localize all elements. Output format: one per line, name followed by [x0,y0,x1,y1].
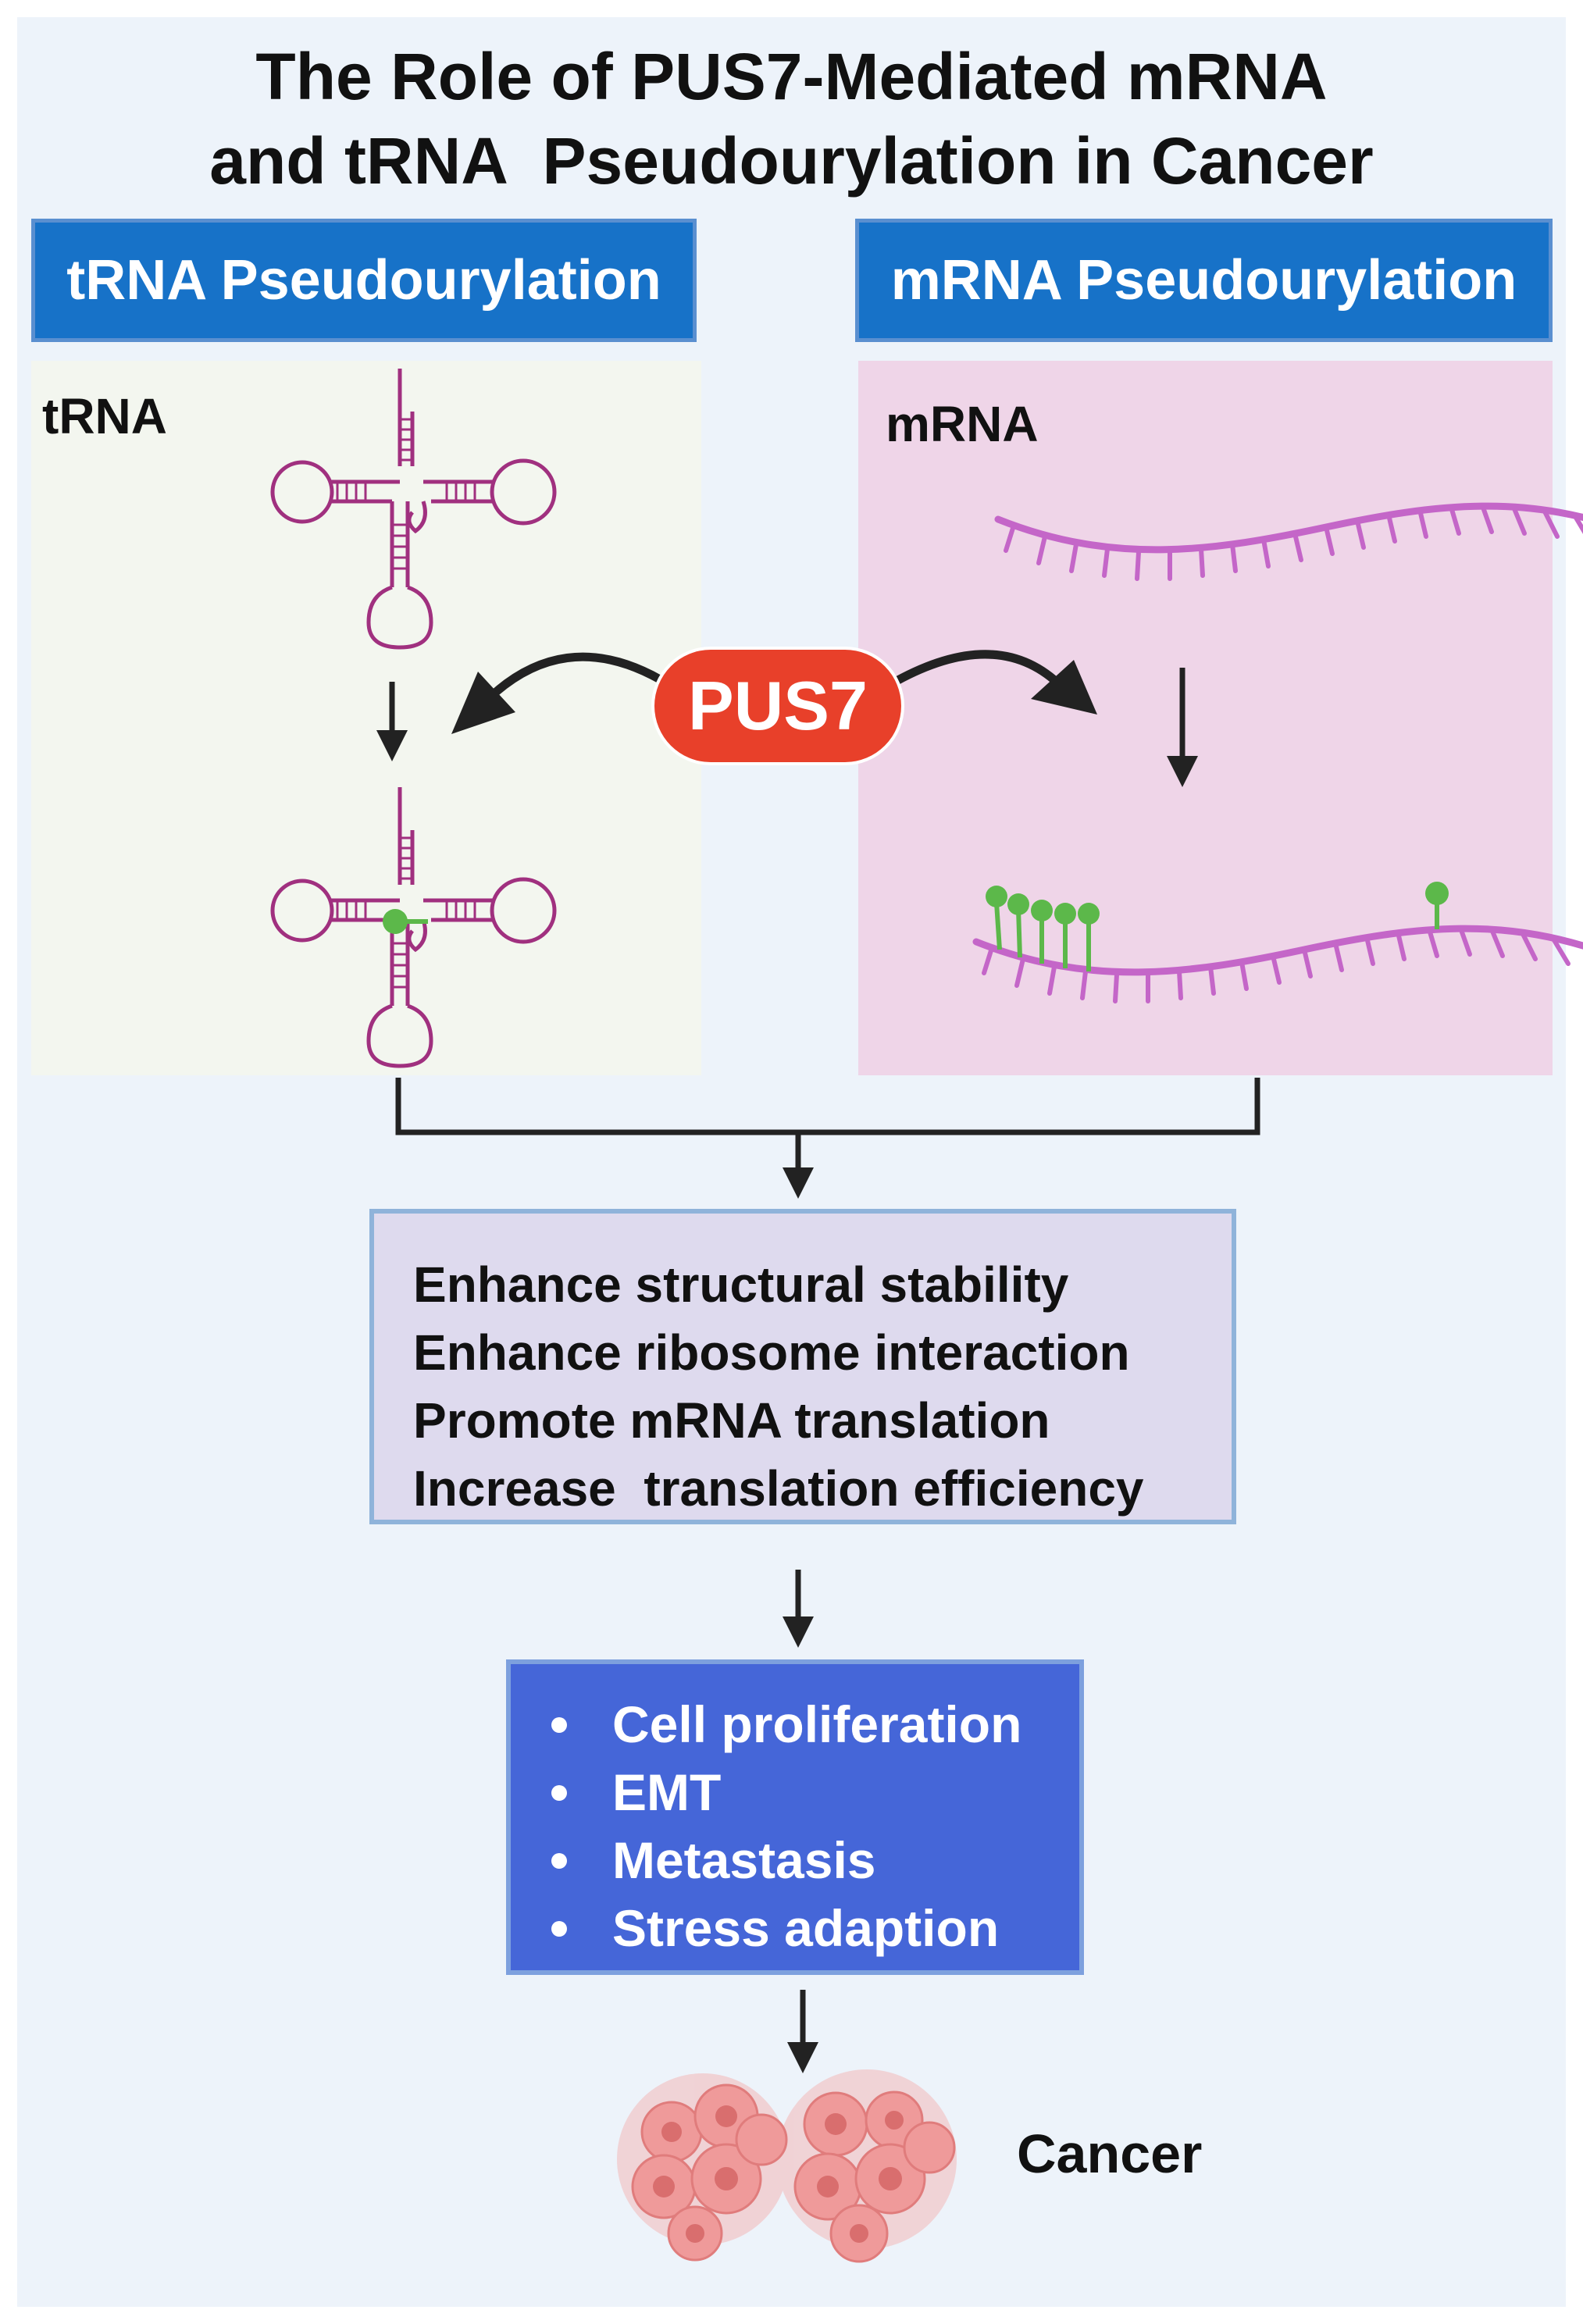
mrna-down-arrow [1167,668,1198,787]
pus7-arrow-to-mrna [894,650,1097,715]
title-line-1: The Role of PUS7-Mediated mRNA [255,40,1328,113]
trna-label: tRNA [42,388,167,444]
merge-connector [395,1078,1260,1171]
title-line-2: and tRNA Pseudourylation in Cancer [209,124,1374,198]
effect-item: Increase translation efficiency [413,1460,1144,1517]
mrna-label: mRNA [886,396,1039,452]
trna-pseudourylation-header: tRNA Pseudourylation [31,219,697,342]
pus7-arrow-to-trna [451,652,662,734]
arrow-to-outcomes [783,1570,814,1648]
effects-box: Enhance structural stability Enhance rib… [369,1209,1236,1524]
effect-item: Enhance ribosome interaction [413,1324,1130,1381]
trna-down-arrow [376,682,408,761]
cancer-label: Cancer [1017,2123,1203,2184]
mrna-pseudourylation-header: mRNA Pseudourylation [855,219,1553,342]
outcome-item: EMT [511,1759,1079,1827]
pseudouridine-mark [383,909,408,934]
trna-molecule-pseudouridylated [273,787,554,1066]
mrna-strand-unmodified [998,505,1583,581]
outcomes-box: Cell proliferation EMT Metastasis Stress… [506,1659,1084,1975]
arrow-to-cancer [787,1990,818,2073]
outcome-item: Stress adaption [511,1894,1079,1962]
outcome-item: Metastasis [511,1827,1079,1894]
trna-molecule-unmodified [273,369,554,647]
effect-item: Promote mRNA translation [413,1392,1050,1449]
mrna-strand-pseudouridylated [976,882,1583,1003]
cancer-cells-icon [617,2069,957,2263]
diagram-title: The Role of PUS7-Mediated mRNA and tRNA … [0,34,1583,203]
arrow-to-effects [783,1167,814,1199]
effect-item: Enhance structural stability [413,1256,1069,1313]
outcome-item: Cell proliferation [511,1691,1079,1759]
pus7-enzyme-label: PUS7 [654,650,901,762]
